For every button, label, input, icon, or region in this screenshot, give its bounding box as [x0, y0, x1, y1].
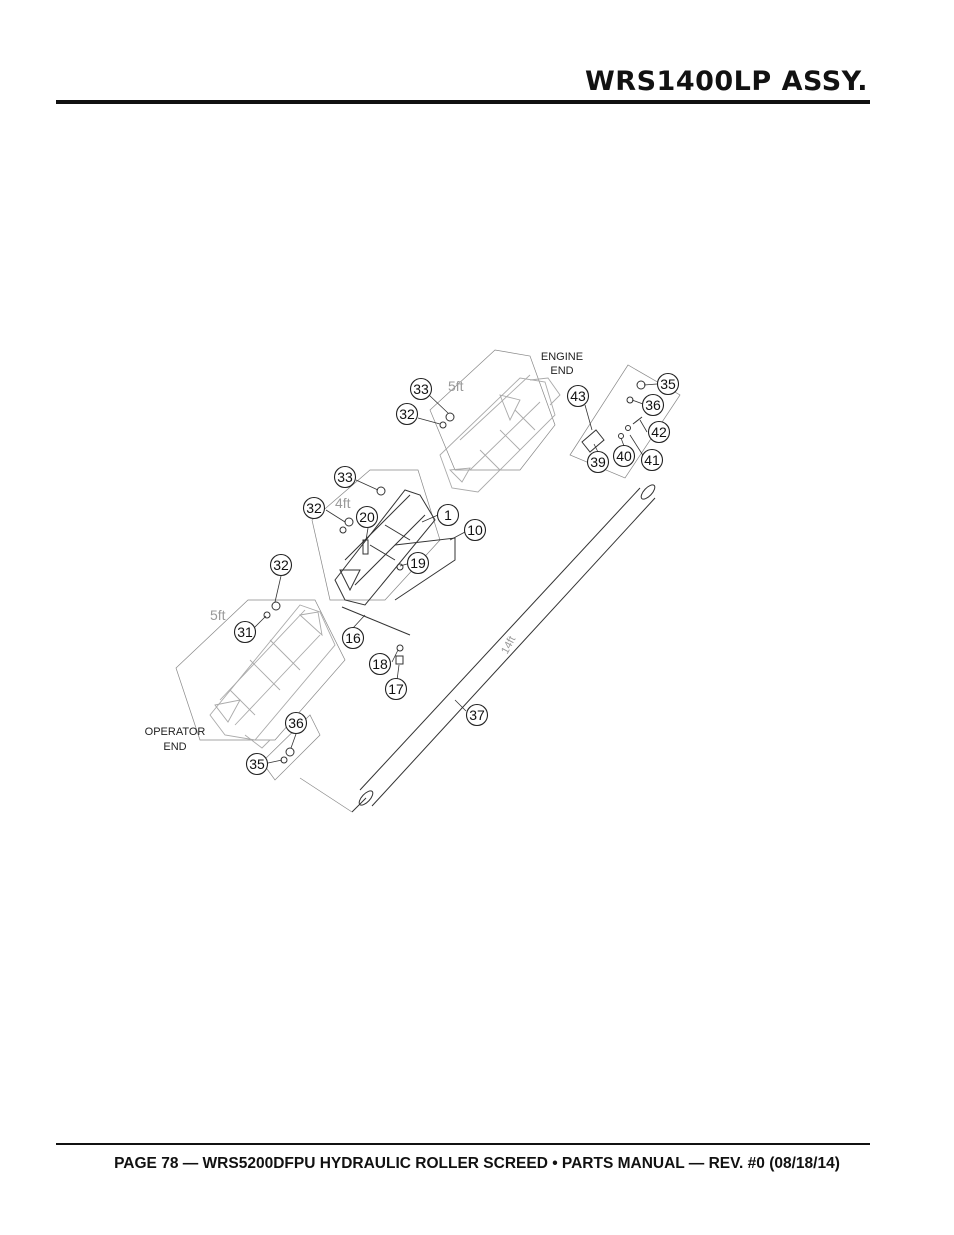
length-label-roller: 14ft	[499, 634, 518, 656]
callout-39: 39	[586, 450, 610, 474]
footer-rule	[56, 1143, 870, 1145]
callout-32: 32	[269, 553, 293, 577]
callout-17: 17	[384, 677, 408, 701]
svg-text:40: 40	[616, 448, 632, 464]
callout-43: 43	[566, 384, 590, 408]
svg-text:37: 37	[469, 707, 485, 723]
svg-text:41: 41	[644, 452, 660, 468]
callout-35: 35	[245, 752, 269, 776]
callout-20: 20	[355, 505, 379, 529]
callout-33: 33	[409, 377, 433, 401]
svg-text:32: 32	[273, 557, 289, 573]
callout-18: 18	[368, 652, 392, 676]
shaft-part	[341, 606, 411, 636]
callout-36: 36	[284, 711, 308, 735]
svg-text:17: 17	[388, 681, 404, 697]
svg-text:43: 43	[570, 388, 586, 404]
svg-text:19: 19	[410, 555, 426, 571]
svg-text:10: 10	[467, 522, 483, 538]
bottom-frame-section	[175, 599, 346, 749]
svg-text:35: 35	[660, 376, 676, 392]
engine-end-box	[569, 364, 681, 479]
svg-text:1: 1	[444, 507, 452, 523]
engine-end-label-line1: ENGINE	[541, 351, 583, 363]
callout-16: 16	[341, 626, 365, 650]
svg-text:20: 20	[359, 509, 375, 525]
svg-text:42: 42	[651, 424, 667, 440]
svg-text:16: 16	[345, 630, 361, 646]
svg-text:36: 36	[288, 715, 304, 731]
length-label-top: 5ft	[448, 378, 464, 394]
page-title: WRS1400LP ASSY.	[585, 66, 868, 97]
callout-41: 41	[640, 448, 664, 472]
roller-tube	[299, 484, 656, 813]
bearing-flange	[581, 429, 605, 453]
top-frame-section	[429, 349, 561, 493]
svg-text:18: 18	[372, 656, 388, 672]
svg-text:39: 39	[590, 454, 606, 470]
middle-frame-section	[311, 469, 456, 606]
callout-33: 33	[333, 465, 357, 489]
callout-31: 31	[233, 620, 257, 644]
length-label-bottom: 5ft	[210, 607, 226, 623]
operator-end-label-line1: OPERATOR	[145, 726, 206, 738]
page-footer: PAGE 78 — WRS5200DFPU HYDRAULIC ROLLER S…	[114, 1155, 840, 1172]
callout-40: 40	[612, 444, 636, 468]
leader-lines	[253, 383, 658, 764]
svg-text:31: 31	[237, 624, 253, 640]
callout-35: 35	[656, 372, 680, 396]
engine-end-label-line2: END	[550, 365, 573, 377]
svg-text:33: 33	[413, 381, 429, 397]
svg-text:36: 36	[645, 397, 661, 413]
svg-text:32: 32	[399, 406, 415, 422]
callout-36: 36	[641, 393, 665, 417]
callout-19: 19	[406, 551, 430, 575]
svg-text:32: 32	[306, 500, 322, 516]
svg-text:33: 33	[337, 469, 353, 485]
hardware-items	[263, 380, 646, 764]
operator-end-label-line2: END	[163, 741, 186, 753]
header-rule	[56, 100, 870, 104]
length-label-middle: 4ft	[335, 495, 351, 511]
svg-text:35: 35	[249, 756, 265, 772]
callout-37: 37	[465, 703, 489, 727]
callout-32: 32	[395, 402, 419, 426]
callout-10: 10	[463, 518, 487, 542]
callout-32: 32	[302, 496, 326, 520]
callout-1: 1	[436, 503, 460, 527]
callout-42: 42	[647, 420, 671, 444]
